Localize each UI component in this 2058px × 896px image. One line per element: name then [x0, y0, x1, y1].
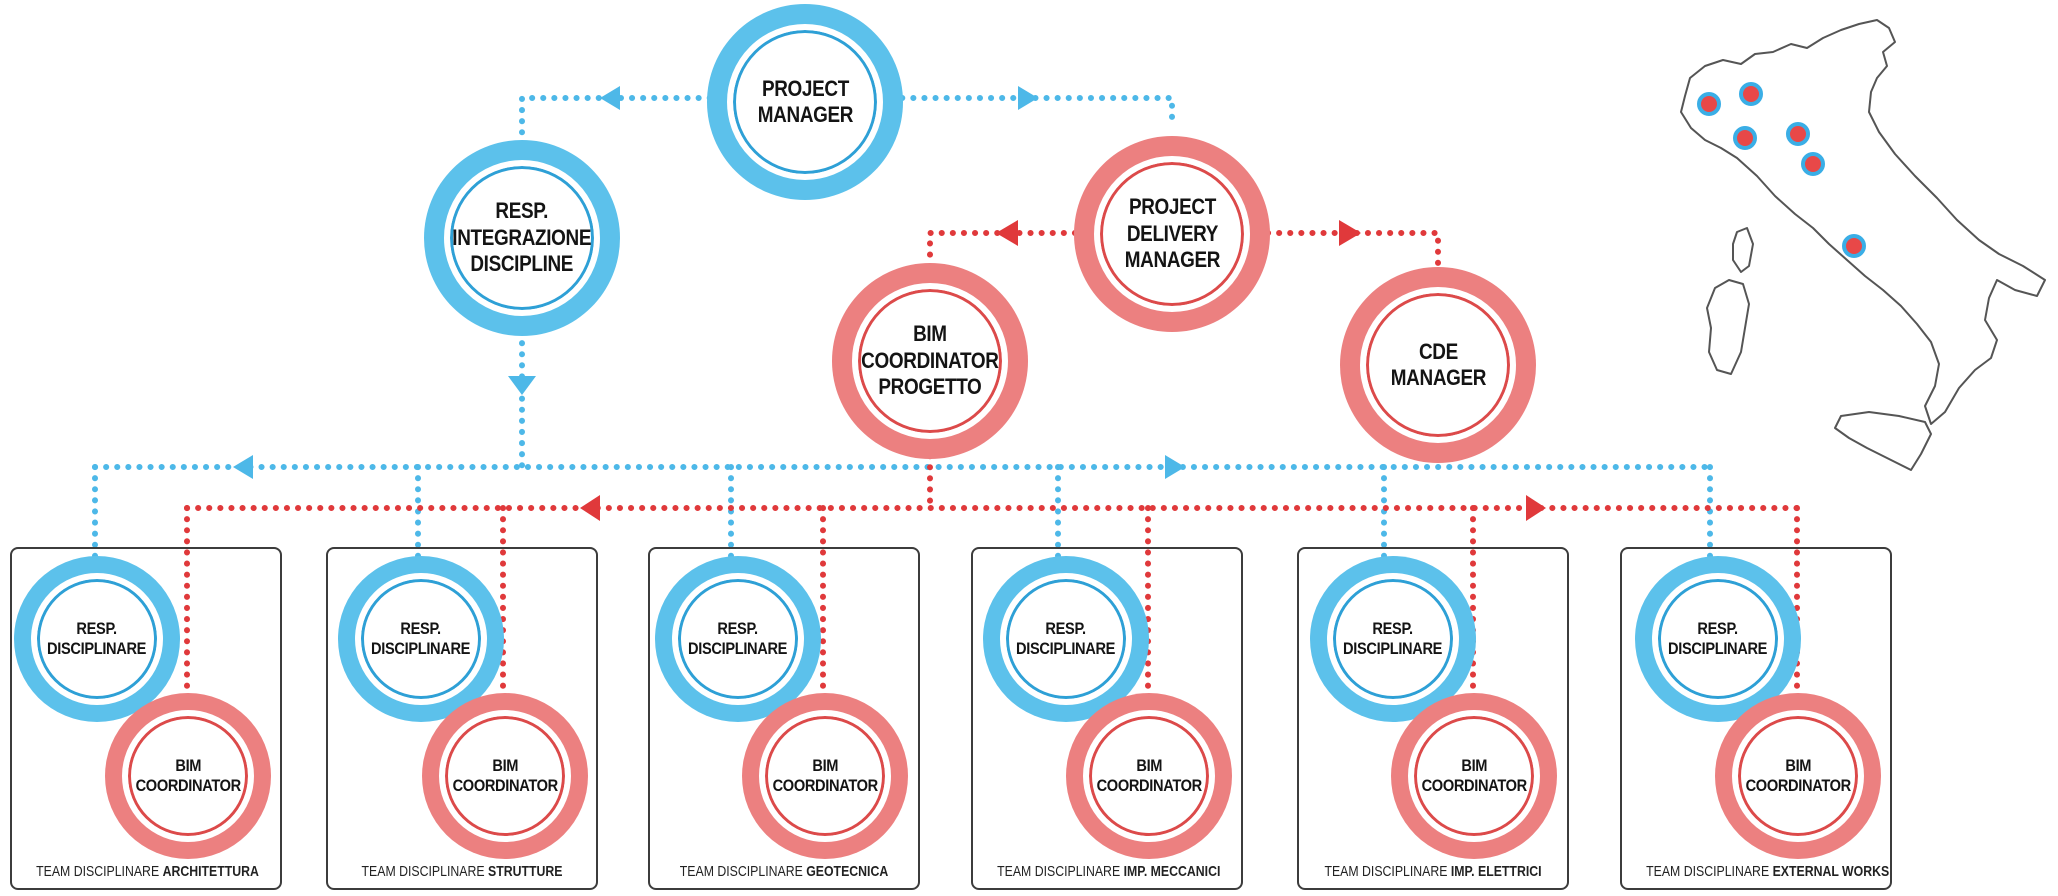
node-bim-coordinator: BIM COORDINATOR — [1715, 693, 1881, 859]
node-label: PROJECT MANAGER — [757, 75, 853, 127]
italy-map-icon — [1680, 19, 2046, 471]
node-label: RESP. DISCIPLINARE — [371, 618, 471, 658]
red-arrowheads — [580, 220, 1546, 521]
node-project-manager: PROJECT MANAGER — [707, 4, 903, 200]
node-label: RESP. DISCIPLINARE — [1016, 618, 1116, 658]
node-resp-disciplinare: RESP. DISCIPLINARE — [983, 556, 1149, 722]
team-label: TEAM DISCIPLINARE IMP. ELETTRICI — [1324, 863, 1542, 880]
node-label: RESP. INTEGRAZIONE DISCIPLINE — [452, 198, 592, 277]
node-resp-disciplinare: RESP. DISCIPLINARE — [338, 556, 504, 722]
corsica-outline — [1732, 227, 1754, 273]
team-box-imp-meccanici: TEAM DISCIPLINARE IMP. MECCANICI — [971, 547, 1243, 890]
map-marker — [1786, 122, 1810, 146]
team-box-strutture: TEAM DISCIPLINARE STRUTTURE — [326, 547, 598, 890]
team-box-external-works: TEAM DISCIPLINARE EXTERNAL WORKS — [1620, 547, 1892, 890]
node-label: BIM COORDINATOR PROGETTO — [861, 321, 999, 400]
team-label: TEAM DISCIPLINARE EXTERNAL WORKS — [1646, 863, 1890, 880]
node-bim-coordinator: BIM COORDINATOR — [105, 693, 271, 859]
node-label: BIM COORDINATOR — [135, 755, 241, 795]
team-label: TEAM DISCIPLINARE IMP. MECCANICI — [997, 863, 1221, 880]
node-label: PROJECT DELIVERY MANAGER — [1124, 194, 1220, 273]
node-label: RESP. DISCIPLINARE — [1343, 618, 1443, 658]
node-label: RESP. DISCIPLINARE — [47, 618, 147, 658]
node-resp-disciplinare: RESP. DISCIPLINARE — [1310, 556, 1476, 722]
node-label: BIM COORDINATOR — [772, 755, 878, 795]
node-label: BIM COORDINATOR — [1096, 755, 1202, 795]
blue-connectors — [92, 95, 1713, 563]
node-resp-disciplinare: RESP. DISCIPLINARE — [14, 556, 180, 722]
team-label: TEAM DISCIPLINARE STRUTTURE — [361, 863, 563, 880]
node-bim-coordinator: BIM COORDINATOR — [422, 693, 588, 859]
map-marker — [1697, 92, 1721, 116]
blue-arrowheads — [233, 86, 1185, 479]
node-resp-disciplinare: RESP. DISCIPLINARE — [1635, 556, 1801, 722]
node-label: BIM COORDINATOR — [1745, 755, 1851, 795]
sardinia-outline — [1706, 279, 1750, 375]
node-resp-integrazione-discipline: RESP. INTEGRAZIONE DISCIPLINE — [424, 140, 620, 336]
italy-mainland-outline — [1680, 19, 2046, 425]
team-box-geotecnica: TEAM DISCIPLINARE GEOTECNICA — [648, 547, 920, 890]
node-bim-coordinator: BIM COORDINATOR — [1066, 693, 1232, 859]
node-label: CDE MANAGER — [1390, 338, 1486, 390]
team-box-imp-elettrici: TEAM DISCIPLINARE IMP. ELETTRICI — [1297, 547, 1569, 890]
node-bim-coordinator: BIM COORDINATOR — [742, 693, 908, 859]
map-marker — [1733, 126, 1757, 150]
map-marker — [1801, 152, 1825, 176]
node-label: BIM COORDINATOR — [1421, 755, 1527, 795]
node-label: RESP. DISCIPLINARE — [688, 618, 788, 658]
team-label: TEAM DISCIPLINARE GEOTECNICA — [679, 863, 889, 880]
node-label: RESP. DISCIPLINARE — [1668, 618, 1768, 658]
map-markers — [1697, 82, 1866, 258]
node-resp-disciplinare: RESP. DISCIPLINARE — [655, 556, 821, 722]
node-bim-coordinator: BIM COORDINATOR — [1391, 693, 1557, 859]
node-label: BIM COORDINATOR — [452, 755, 558, 795]
team-label: TEAM DISCIPLINARE ARCHITETTURA — [36, 863, 259, 880]
map-marker — [1842, 234, 1866, 258]
node-bim-coordinator-progetto: BIM COORDINATOR PROGETTO — [832, 263, 1028, 459]
node-project-delivery-manager: PROJECT DELIVERY MANAGER — [1074, 136, 1270, 332]
node-cde-manager: CDE MANAGER — [1340, 267, 1536, 463]
map-marker — [1739, 82, 1763, 106]
sicily-outline — [1834, 411, 1932, 471]
team-box-architettura: TEAM DISCIPLINARE ARCHITETTURA — [10, 547, 282, 890]
